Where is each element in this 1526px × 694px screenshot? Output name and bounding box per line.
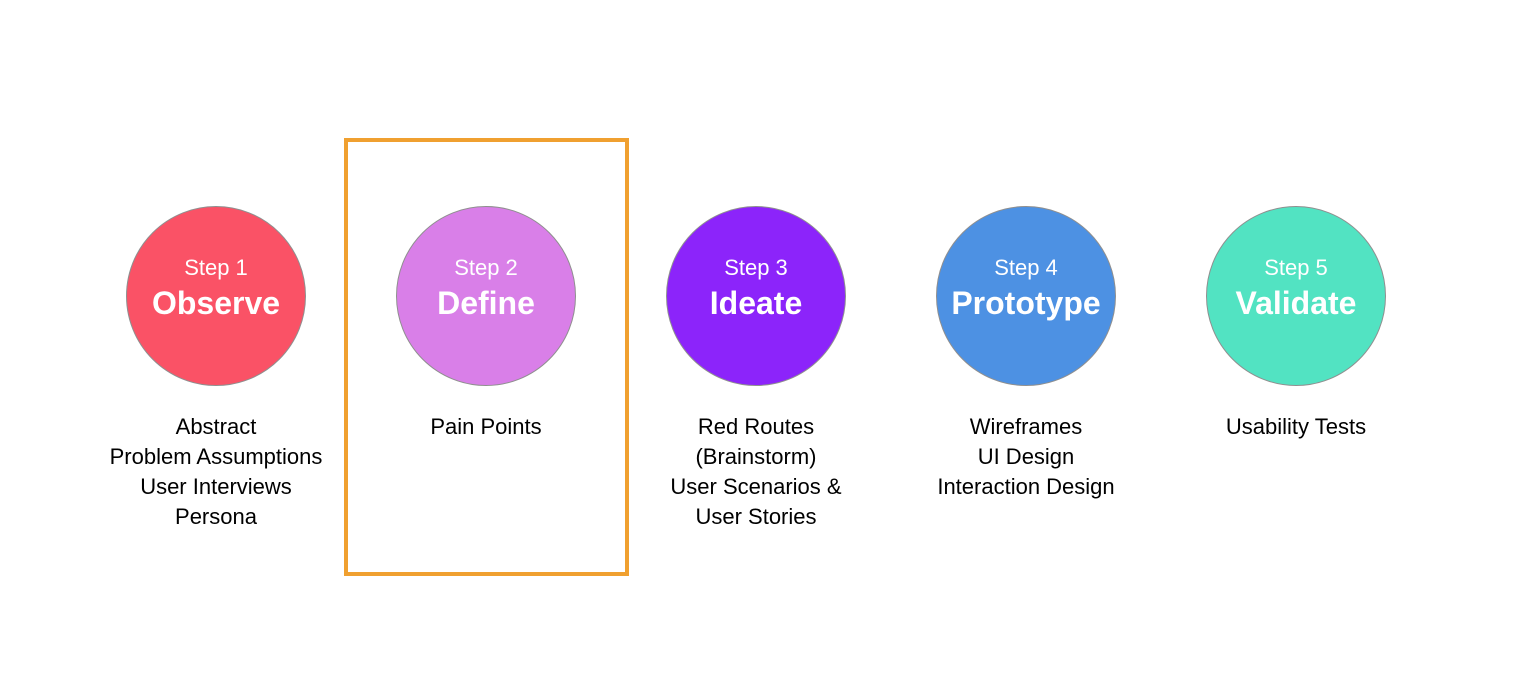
activity-item: Persona (175, 504, 257, 529)
step-3-circle: Step 3 Ideate (666, 206, 846, 386)
step-2-highlight-frame (344, 138, 629, 576)
step-4-number: Step 4 (994, 255, 1058, 280)
step-4-name: Prototype (951, 285, 1101, 321)
step-2-name: Define (437, 285, 535, 321)
step-1-circle: Step 1 Observe (126, 206, 306, 386)
step-1-number: Step 1 (184, 255, 248, 280)
activity-item: Usability Tests (1225, 414, 1367, 439)
step-5-circle: Step 5 Validate (1206, 206, 1386, 386)
step-4: Step 4 Prototype Wireframes UI Design In… (906, 206, 1146, 502)
step-4-circle: Step 4 Prototype (936, 206, 1116, 386)
activity-item: User Scenarios & (670, 474, 842, 499)
activity-item: Abstract (175, 414, 257, 439)
step-3-number: Step 3 (724, 255, 788, 280)
activity-item: Red Routes (697, 414, 815, 439)
activity-item: Interaction Design (937, 474, 1115, 499)
activity-item: UI Design (977, 444, 1075, 469)
activity-item: Pain Points (430, 414, 542, 439)
step-5-name: Validate (1235, 285, 1357, 321)
step-1: Step 1 Observe Abstract Problem Assumpti… (96, 206, 336, 532)
step-3-activities: Red Routes (Brainstorm) User Scenarios &… (670, 412, 841, 532)
step-5-activities: Usability Tests (1226, 412, 1366, 442)
activity-item: User Stories (695, 504, 817, 529)
step-2-number: Step 2 (454, 255, 518, 280)
step-5-number: Step 5 (1264, 255, 1328, 280)
step-4-activities: Wireframes UI Design Interaction Design (937, 412, 1114, 502)
step-2: Step 2 Define Pain Points (366, 206, 606, 442)
activity-item: Wireframes (969, 414, 1083, 439)
step-5: Step 5 Validate Usability Tests (1176, 206, 1416, 442)
activity-item: User Interviews (140, 474, 292, 499)
step-3-name: Ideate (709, 285, 803, 321)
step-3: Step 3 Ideate Red Routes (Brainstorm) Us… (636, 206, 876, 532)
step-2-activities: Pain Points (430, 412, 541, 442)
activity-item: Problem Assumptions (109, 444, 323, 469)
step-1-name: Observe (151, 285, 281, 321)
step-1-activities: Abstract Problem Assumptions User Interv… (110, 412, 323, 532)
step-2-circle: Step 2 Define (396, 206, 576, 386)
activity-item: (Brainstorm) (695, 444, 817, 469)
